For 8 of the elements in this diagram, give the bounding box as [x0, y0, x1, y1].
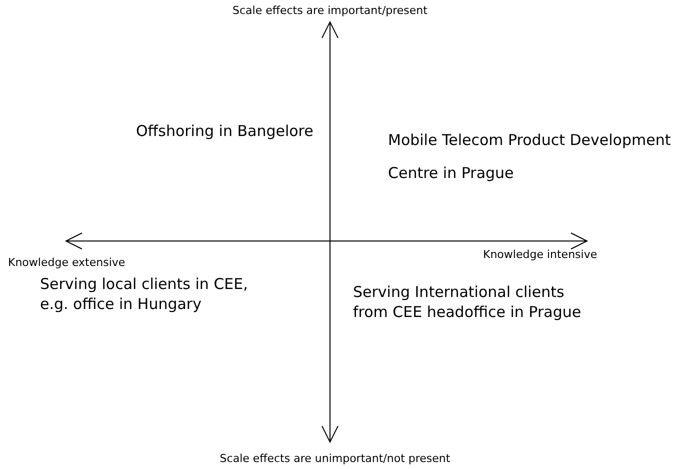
axis-label: Knowledge intensive	[483, 248, 598, 262]
quadrant-label: Serving local clients in CEE, e.g. office in Hungary	[40, 275, 249, 314]
quadrant-label: Offshoring in Bangelore	[136, 122, 314, 142]
quadrant-label: Serving International clients from CEE headoffice in Prague	[353, 283, 582, 322]
axis-label: Scale effects are important/present	[232, 4, 428, 18]
quadrant-label: Mobile Telecom Product Development Centre in Prague	[388, 130, 672, 184]
axis-label: Scale effects are unimportant/not present	[218, 452, 452, 466]
axis-label: Knowledge extensive	[8, 256, 126, 270]
